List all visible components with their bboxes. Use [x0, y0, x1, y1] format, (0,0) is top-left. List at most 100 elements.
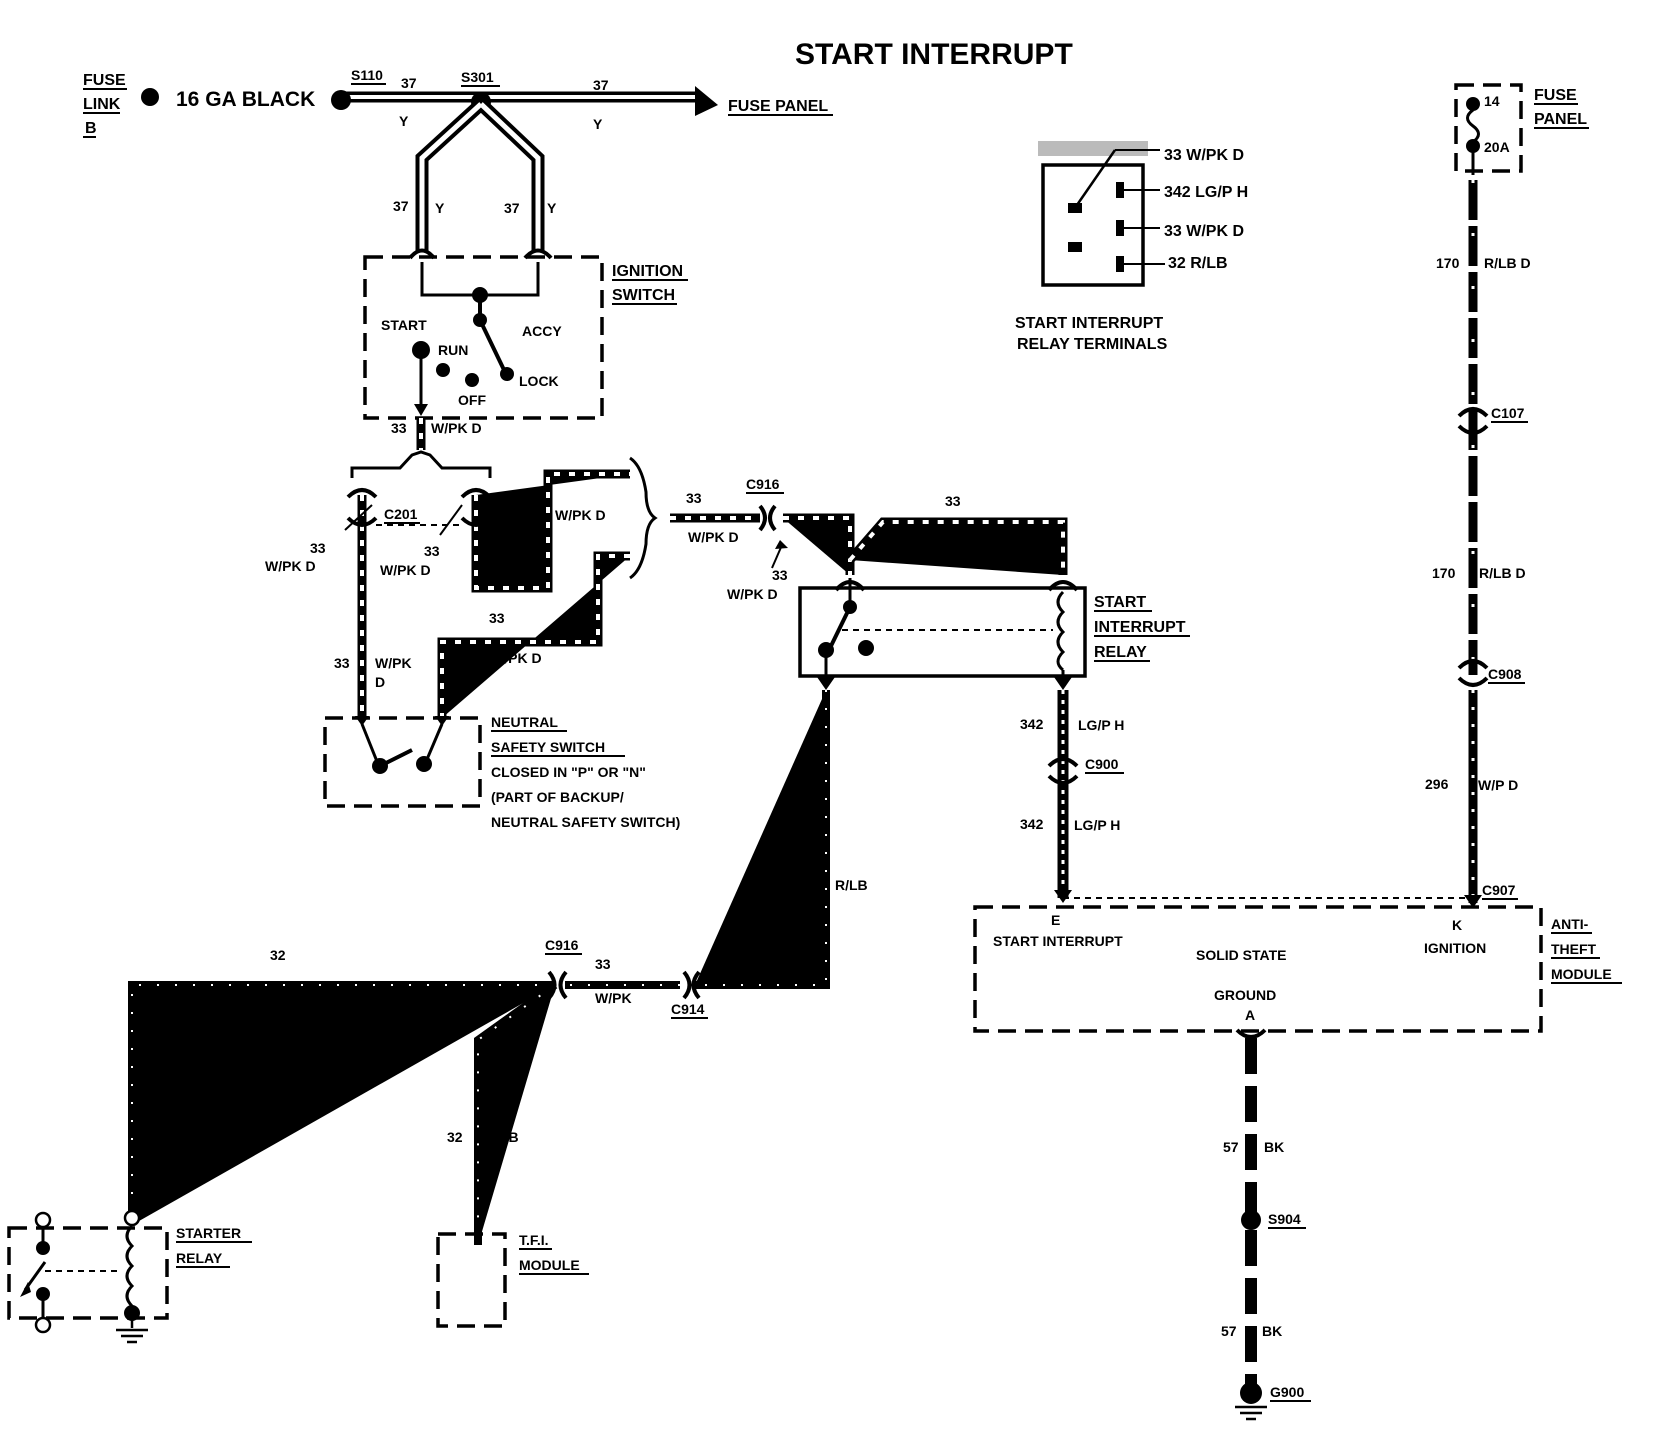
nss-label-3: CLOSED IN "P" OR "N": [491, 764, 646, 780]
nss-label-2: SAFETY SWITCH: [491, 739, 605, 755]
wire-32-network: [132, 690, 826, 1245]
w57-color: BK: [1264, 1139, 1284, 1155]
w342-circuit: 342: [1020, 716, 1044, 732]
ign-feed-right-circuit: 37: [504, 200, 520, 216]
relay-terminal-2: 342 LG/P H: [1164, 184, 1248, 201]
start-relay-label1: START: [1094, 594, 1146, 611]
bottom-bus-left-circuit: 32: [270, 947, 286, 963]
fuse-link-wire-label: 16 GA BLACK: [176, 88, 315, 111]
fuse-rating: 20A: [1484, 139, 1510, 155]
pin-k: K: [1452, 917, 1462, 933]
tfi-wire-circuit: 32: [447, 1129, 463, 1145]
ign-pos-off: OFF: [458, 392, 486, 408]
wire-37-ign-feeds: [415, 99, 545, 252]
relay-terminals-inset: [1038, 141, 1165, 287]
neutral-safety-switch: [323, 716, 482, 808]
starter-relay-label2: RELAY: [176, 1250, 223, 1266]
c201-left-color: W/PK D: [265, 558, 316, 574]
relay-terminals-caption1: START INTERRUPT: [1015, 315, 1163, 332]
c201-mid-color: W/PK D: [380, 562, 431, 578]
c916-bottom-label: C916: [545, 937, 579, 953]
anti-theft-label3: MODULE: [1551, 966, 1612, 982]
c916-below-circuit: 33: [772, 567, 788, 583]
splice-s904: [1241, 1210, 1261, 1230]
relay-terminal-1: 33 W/PK D: [1164, 147, 1244, 164]
ats-start-interrupt: START INTERRUPT: [993, 933, 1123, 949]
nss-label-1: NEUTRAL: [491, 714, 558, 730]
upper-loop-color: W/PK D: [555, 507, 606, 523]
tfi-module: [436, 1232, 507, 1328]
relay-top-color: W/PK D: [943, 534, 994, 550]
relay-terminal-4: 32 R/LB: [1168, 255, 1228, 272]
s301-label: S301: [461, 69, 494, 85]
wire-37-top-bus: [341, 86, 718, 116]
ats-ground: GROUND: [1214, 987, 1276, 1003]
tfi-module-label1: T.F.I.: [519, 1232, 549, 1248]
ign-pos-start: START: [381, 317, 427, 333]
w57-circuit: 57: [1223, 1139, 1239, 1155]
g900-label: G900: [1270, 1384, 1304, 1400]
c907-label: C907: [1482, 882, 1516, 898]
starter-relay-label1: STARTER: [176, 1225, 241, 1241]
ground-icon: [116, 1328, 148, 1344]
ignition-switch: [363, 248, 604, 420]
top-bus-right-circuit: 37: [593, 77, 609, 93]
ground-g900-icon: [1235, 1405, 1267, 1421]
w57-circuit2: 57: [1221, 1323, 1237, 1339]
wire-57-ground: [1235, 1028, 1267, 1404]
pin-e: E: [1051, 912, 1060, 928]
nss-label-5: NEUTRAL SAFETY SWITCH): [491, 814, 680, 830]
w342-color2: LG/P H: [1074, 817, 1120, 833]
ignition-switch-label1: IGNITION: [612, 263, 683, 280]
relay-terminals-caption2: RELAY TERMINALS: [1017, 336, 1168, 353]
pin-a: A: [1245, 1007, 1255, 1023]
w32-down-circuit: 32: [796, 877, 812, 893]
w33a-color: W/PK D: [431, 420, 482, 436]
ats-solid-state: SOLID STATE: [1196, 947, 1286, 963]
c908-label: C908: [1488, 666, 1522, 682]
fuse-panel-right: [1454, 83, 1523, 175]
c914-label: C914: [671, 1001, 705, 1017]
nss-loop-circuit: 33: [489, 610, 505, 626]
ignition-switch-label2: SWITCH: [612, 287, 675, 304]
fuse-link-label: FUSE LINK B: [83, 72, 127, 138]
bottom-bus-left-color: R/LB: [268, 986, 301, 1002]
top-bus-left-color: Y: [399, 113, 409, 129]
ign-feed-left-circuit: 37: [393, 198, 409, 214]
w342-color: LG/P H: [1078, 717, 1124, 733]
fuse-number: 14: [1484, 93, 1500, 109]
c201-mid-circuit: 33: [424, 543, 440, 559]
w170-circuit2: 170: [1432, 565, 1456, 581]
nss-left-circuit: 33: [334, 655, 350, 671]
c107-label: C107: [1491, 405, 1525, 421]
wire-342: [1047, 690, 1079, 903]
ign-pos-run: RUN: [438, 342, 468, 358]
arrow-right-icon: [695, 86, 718, 116]
wire-33-network: [344, 418, 1063, 718]
diagram-title: START INTERRUPT: [795, 38, 1073, 71]
tfi-module-label2: MODULE: [519, 1257, 580, 1273]
w57-color2: BK: [1262, 1323, 1282, 1339]
start-relay-label2: INTERRUPT: [1094, 619, 1186, 636]
upper-loop-circuit: 33: [518, 505, 534, 521]
top-bus-left-circuit: 37: [401, 75, 417, 91]
ign-pos-accy: ACCY: [522, 323, 562, 339]
c916-top-circuit: 33: [686, 490, 702, 506]
w296-color: W/P D: [1478, 777, 1518, 793]
c201-label: C201: [384, 506, 418, 522]
w170-circuit: 170: [1436, 255, 1460, 271]
start-interrupt-relay: [798, 578, 1087, 690]
fuse-link-dot: [141, 88, 159, 106]
anti-theft-label2: THEFT: [1551, 941, 1597, 957]
relay-terminal-3: 33 W/PK D: [1164, 223, 1244, 240]
w33a-circuit: 33: [391, 420, 407, 436]
c900-label: C900: [1085, 756, 1119, 772]
splice-s110: [331, 90, 351, 110]
relay-top-circuit: 33: [945, 493, 961, 509]
fuse-panel-right-label2: PANEL: [1534, 111, 1587, 128]
w32-down-color: R/LB: [835, 877, 868, 893]
w170-color2: R/LB D: [1479, 565, 1526, 581]
anti-theft-label1: ANTI-: [1551, 916, 1589, 932]
nss-label-4: (PART OF BACKUP/: [491, 789, 624, 805]
